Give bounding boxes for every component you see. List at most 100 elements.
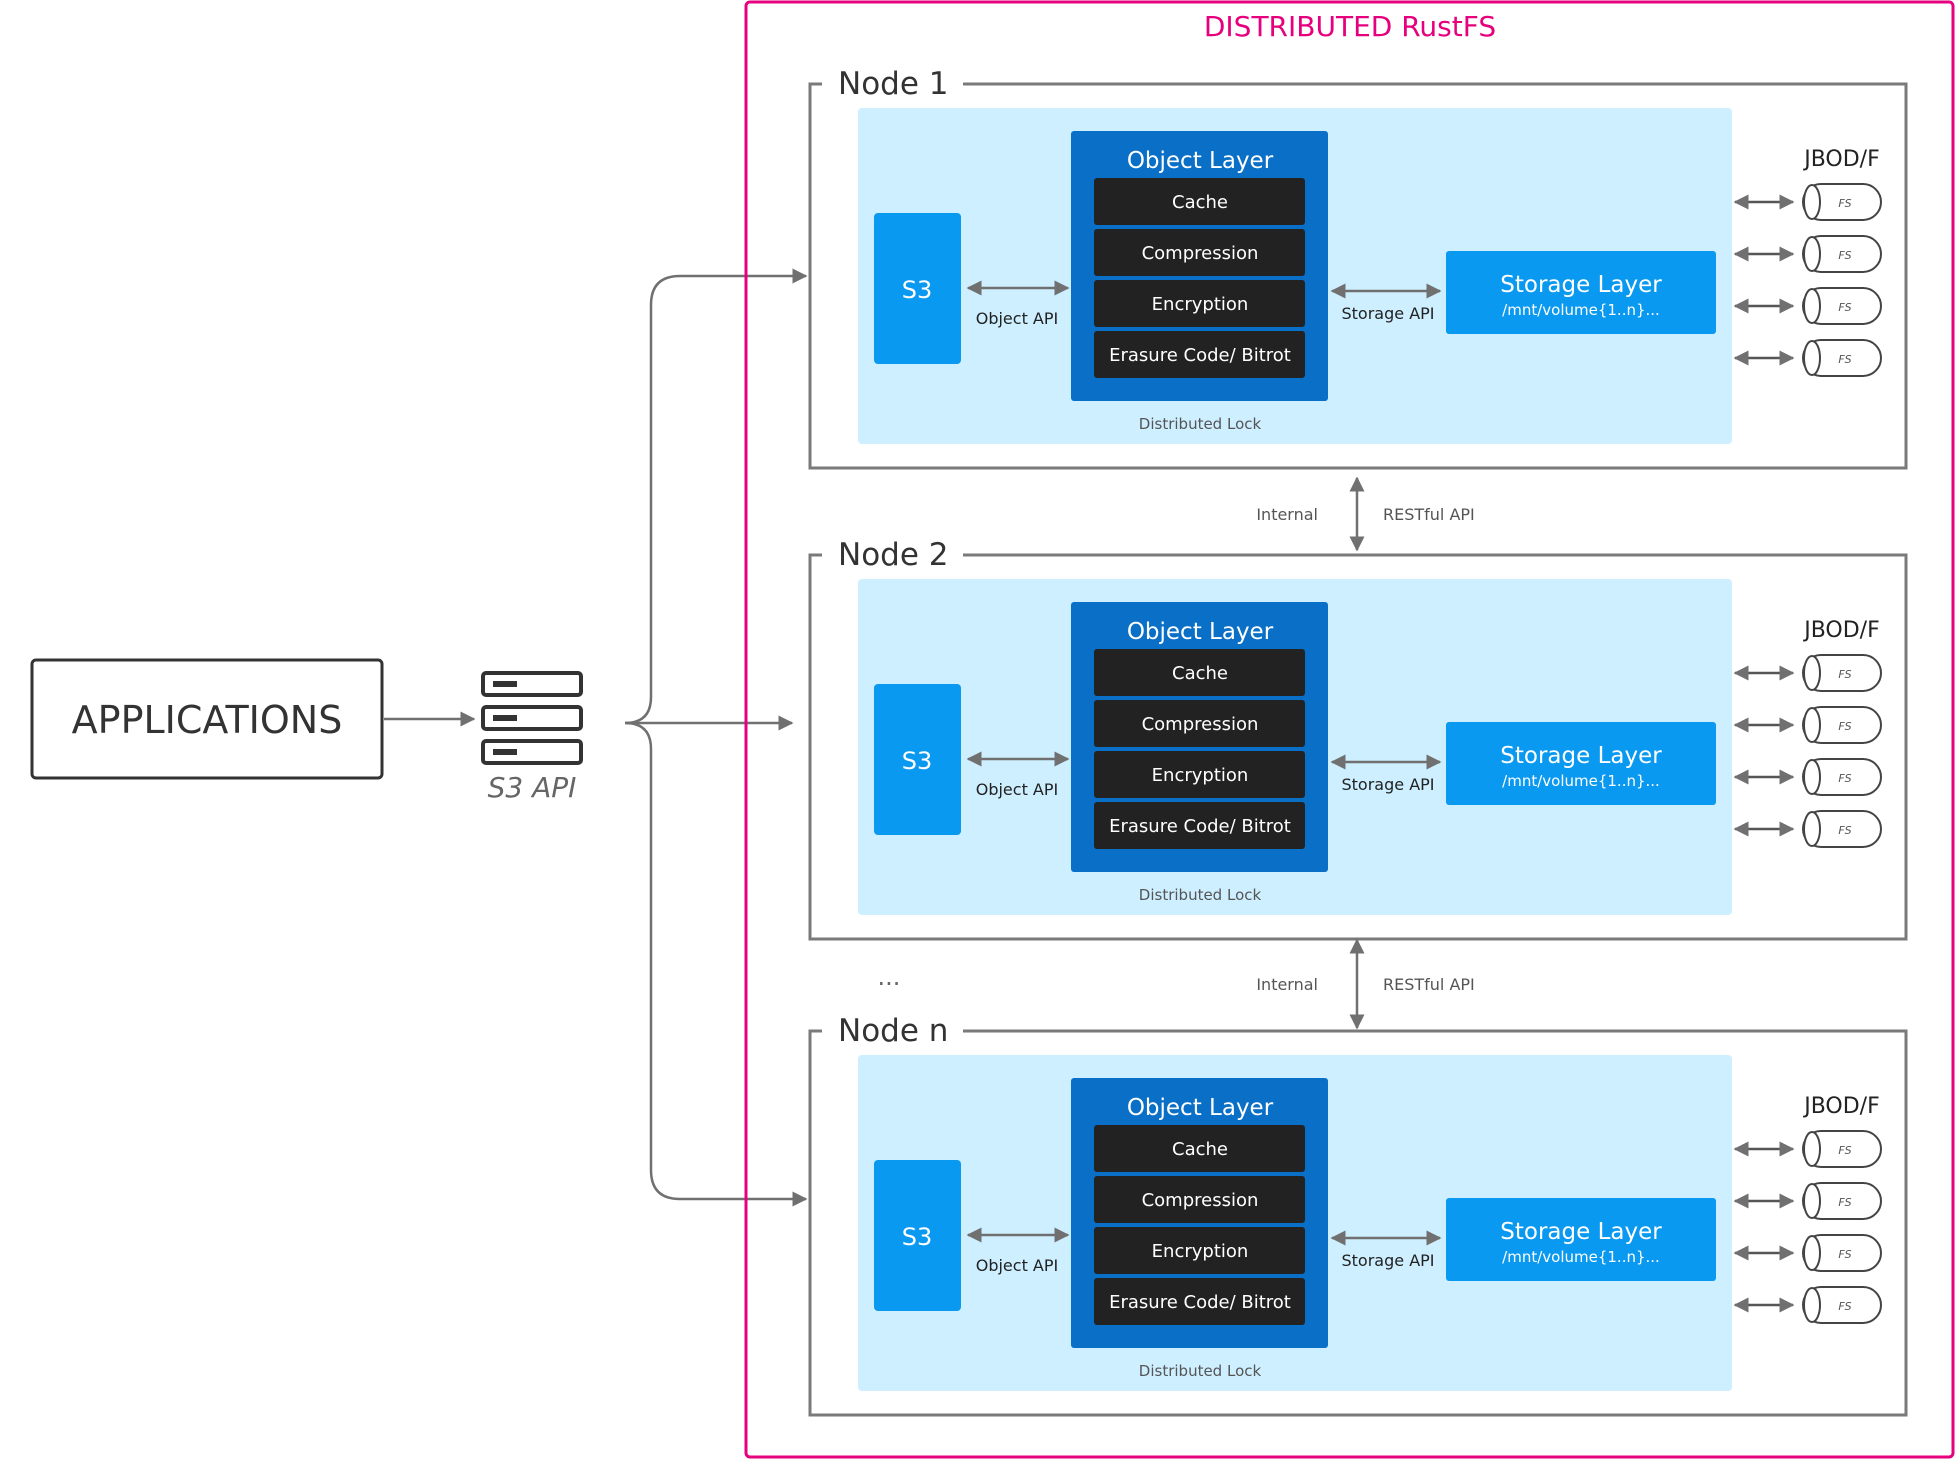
s3-box (874, 1160, 961, 1311)
module-box (1094, 280, 1305, 327)
module-box (1094, 802, 1305, 849)
disk-label: FS (1838, 353, 1851, 366)
s3-box (874, 213, 961, 364)
inter-node-link: Internal RESTful API (1256, 476, 1475, 552)
jbod-label: JBOD/F (1802, 1094, 1880, 1119)
s3-box (874, 684, 961, 835)
module-label: Erasure Code/ Bitrot (1109, 816, 1291, 837)
object-layer-title: Object Layer (1127, 148, 1274, 174)
module-label: Encryption (1152, 765, 1249, 786)
s3-label: S3 (902, 747, 933, 775)
disk-label: FS (1838, 772, 1851, 785)
disk-cylinder-icon: FS (1802, 235, 1882, 273)
jbod-label: JBOD/F (1802, 618, 1880, 643)
disk-label: FS (1838, 1300, 1851, 1313)
node-ellipsis: ... (878, 963, 901, 991)
module-label: Encryption (1152, 294, 1249, 315)
module-label: Compression (1142, 1190, 1259, 1211)
disk-cylinder-icon: FS (1802, 706, 1882, 744)
storage-layer-box (1446, 251, 1716, 334)
disk-label: FS (1838, 824, 1851, 837)
disk-label: FS (1838, 1196, 1851, 1209)
node-title: Node 2 (838, 537, 948, 573)
disk-label: FS (1838, 249, 1851, 262)
module-label: Compression (1142, 243, 1259, 264)
module-box (1094, 1176, 1305, 1223)
object-api-label: Object API (976, 309, 1059, 328)
object-layer-title: Object Layer (1127, 1095, 1274, 1121)
distributed-lock-label: Distributed Lock (1139, 886, 1262, 904)
storage-layer-box (1446, 722, 1716, 805)
storage-layer-box (1446, 1198, 1716, 1281)
module-label: Encryption (1152, 1241, 1249, 1262)
module-label: Compression (1142, 714, 1259, 735)
branch-to-node-n (624, 721, 808, 1207)
module-label: Cache (1172, 663, 1228, 684)
storage-api-label: Storage API (1342, 304, 1435, 323)
disk-cylinder-icon: FS (1802, 758, 1882, 796)
module-box (1094, 751, 1305, 798)
jbod-label: JBOD/F (1802, 147, 1880, 172)
node-title: Node n (838, 1013, 948, 1049)
inter-node-link: Internal RESTful API (1256, 938, 1475, 1030)
storage-layer-title: Storage Layer (1500, 1219, 1662, 1245)
disk-cylinder-icon: FS (1802, 339, 1882, 377)
internal-label: Internal (1256, 505, 1318, 524)
distributed-lock-label: Distributed Lock (1139, 415, 1262, 433)
disk-cylinder-icon: FS (1802, 183, 1882, 221)
disk-cylinder-icon: FS (1802, 810, 1882, 848)
storage-layer-path: /mnt/volume{1..n}... (1502, 772, 1660, 790)
internal-label: Internal (1256, 975, 1318, 994)
storage-layer-path: /mnt/volume{1..n}... (1502, 1248, 1660, 1266)
module-label: Erasure Code/ Bitrot (1109, 1292, 1291, 1313)
cluster-border (744, 0, 1955, 1459)
s3-label: S3 (902, 276, 933, 304)
object-api-label: Object API (976, 780, 1059, 799)
module-box (1094, 1227, 1305, 1274)
module-box (1094, 1278, 1305, 1325)
disk-cylinder-icon: FS (1802, 1130, 1882, 1168)
disk-cylinder-icon: FS (1802, 654, 1882, 692)
node-frame (808, 82, 1908, 470)
module-box (1094, 229, 1305, 276)
disk-cylinder-icon: FS (1802, 287, 1882, 325)
module-label: Cache (1172, 1139, 1228, 1160)
disk-label: FS (1838, 720, 1851, 733)
module-box (1094, 649, 1305, 696)
storage-layer-path: /mnt/volume{1..n}... (1502, 301, 1660, 319)
disk-cylinder-icon: FS (1802, 1234, 1882, 1272)
node-title: Node 1 (838, 66, 948, 102)
restful-api-label: RESTful API (1383, 505, 1475, 524)
branch-connectors (624, 268, 808, 1207)
disk-label: FS (1838, 197, 1851, 210)
module-box (1094, 331, 1305, 378)
restful-api-label: RESTful API (1383, 975, 1475, 994)
storage-layer-title: Storage Layer (1500, 272, 1662, 298)
s3-api-label: S3 API (488, 771, 577, 804)
cluster-title: DISTRIBUTED RustFS (1204, 10, 1496, 43)
disk-label: FS (1838, 1144, 1851, 1157)
disk-cylinder-icon: FS (1802, 1286, 1882, 1324)
disk-label: FS (1838, 668, 1851, 681)
storage-api-label: Storage API (1342, 1251, 1435, 1270)
module-label: Erasure Code/ Bitrot (1109, 345, 1291, 366)
module-label: Cache (1172, 192, 1228, 213)
disk-label: FS (1838, 301, 1851, 314)
distributed-lock-label: Distributed Lock (1139, 1362, 1262, 1380)
module-box (1094, 178, 1305, 225)
branch-to-node-1 (624, 268, 808, 725)
node-frame (808, 1029, 1908, 1417)
applications-label: APPLICATIONS (72, 698, 343, 742)
object-layer-title: Object Layer (1127, 619, 1274, 645)
object-api-label: Object API (976, 1256, 1059, 1275)
storage-api-label: Storage API (1342, 775, 1435, 794)
module-box (1094, 1125, 1305, 1172)
server-stack-icon (481, 671, 583, 765)
disk-cylinder-icon: FS (1802, 1182, 1882, 1220)
